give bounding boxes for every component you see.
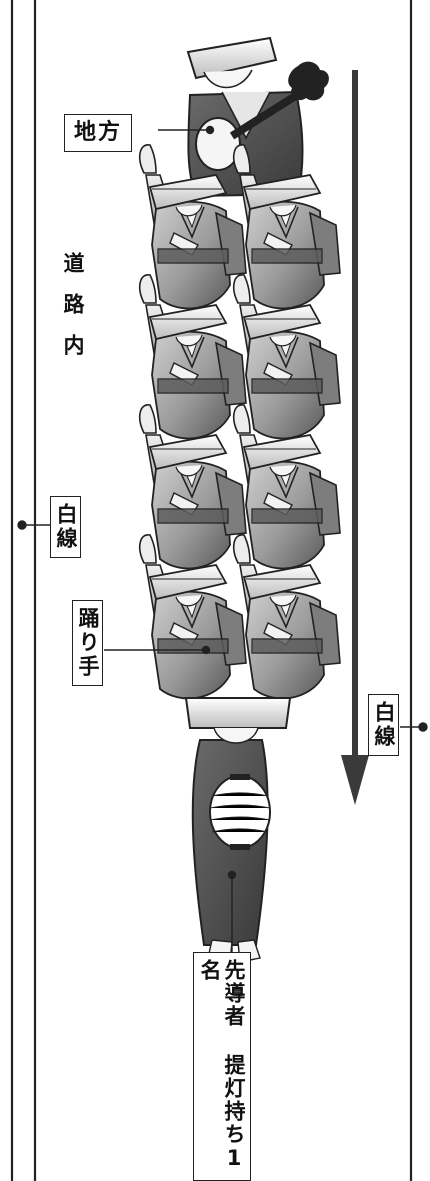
white-line-label-left: 白線 — [50, 496, 81, 558]
amigasa-hat-icon — [184, 697, 292, 729]
dancer-formation — [138, 143, 341, 700]
leader-lines — [17, 125, 428, 960]
white-line-label-right: 白線 — [368, 694, 399, 756]
direction-arrow-down-icon — [341, 70, 369, 805]
leader-title: 先導者 — [222, 959, 246, 1028]
leader-figure — [184, 697, 292, 963]
amigasa-hat-icon — [186, 36, 278, 80]
jikata-figure — [186, 36, 329, 198]
leader-label: 先導者 提灯持ち1名 — [193, 952, 251, 1181]
dancers-label: 踊り手 — [72, 600, 103, 686]
jikata-label: 地方 — [64, 114, 133, 152]
drum-stick-tassel-icon — [288, 61, 329, 101]
chochin-lantern-icon — [209, 775, 271, 849]
road-inside-label: 道路内 — [61, 252, 85, 375]
road-lines — [10, 0, 413, 1181]
leader-description: 提灯持ち1名 — [198, 959, 246, 1172]
